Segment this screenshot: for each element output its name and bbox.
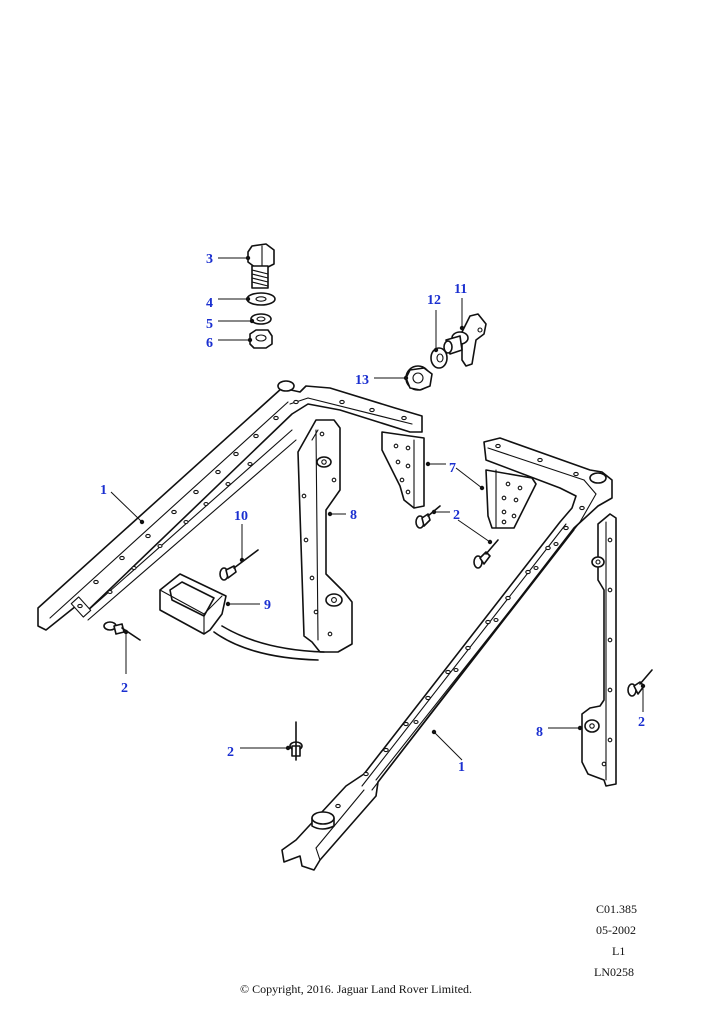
pop-rivet-left xyxy=(103,621,141,641)
hex-nut xyxy=(249,329,273,349)
chassis-rail-left xyxy=(37,380,423,631)
callout-10: 10 xyxy=(234,509,248,524)
gusset-plate-left xyxy=(381,431,425,509)
callout-labels: 1 1 2 2 2 2 3 4 5 6 7 8 8 9 10 11 12 13 xyxy=(100,252,645,775)
box-bracket xyxy=(159,573,227,635)
gusset-plate-right xyxy=(485,469,537,529)
leader-lines xyxy=(110,255,646,761)
vertical-bracket-right xyxy=(581,513,617,787)
callout-9: 9 xyxy=(264,598,271,613)
callout-5: 5 xyxy=(206,317,213,332)
callout-8-left: 8 xyxy=(350,508,357,523)
retaining-washer xyxy=(430,347,448,369)
copyright-notice: © Copyright, 2016. Jaguar Land Rover Lim… xyxy=(239,982,473,996)
callout-7: 7 xyxy=(449,461,456,476)
plain-washer xyxy=(246,292,276,306)
pop-rivet-bottom xyxy=(289,721,303,761)
pop-rivet-far-right xyxy=(627,669,653,697)
spring-washer xyxy=(250,313,272,325)
callout-4: 4 xyxy=(206,296,213,311)
callout-1-left: 1 xyxy=(100,483,107,498)
callout-2-bottom: 2 xyxy=(227,745,234,760)
callout-11: 11 xyxy=(454,282,467,297)
hex-bolt xyxy=(247,243,275,289)
pop-rivet-right-gusset xyxy=(473,539,499,569)
callout-6: 6 xyxy=(206,336,213,351)
wing-fastener xyxy=(443,313,487,367)
illustration-code: C01.385 xyxy=(596,902,638,916)
callout-1-right: 1 xyxy=(458,760,465,775)
pop-rivet-10 xyxy=(219,549,259,581)
flange-nut xyxy=(405,365,433,391)
harness-loop xyxy=(213,625,325,661)
drawing-number: LN0258 xyxy=(594,965,634,979)
callout-12: 12 xyxy=(427,293,441,308)
vertical-bracket-left xyxy=(297,419,353,653)
pop-rivet-mid xyxy=(415,505,441,529)
callout-3: 3 xyxy=(206,252,213,267)
callout-8-right: 8 xyxy=(536,725,543,740)
callout-13: 13 xyxy=(355,373,369,388)
chassis-rail-right xyxy=(281,437,613,871)
callout-2-left: 2 xyxy=(121,681,128,696)
illustration-date: 05-2002 xyxy=(596,923,636,937)
illustration-level: L1 xyxy=(612,944,626,958)
callout-2-mid: 2 xyxy=(453,508,460,523)
callout-2-right: 2 xyxy=(638,715,645,730)
